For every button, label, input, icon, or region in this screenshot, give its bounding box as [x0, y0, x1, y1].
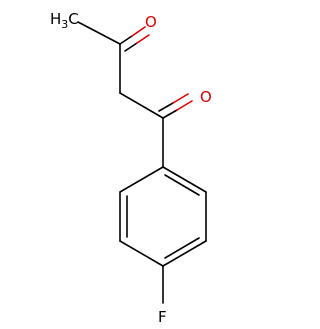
bond-methylene-aroyl: [119, 92, 164, 119]
bond-aroyl-double: [158, 93, 193, 119]
bond-ketone-double: [119, 26, 150, 52]
benzene-ring: [119, 166, 207, 267]
ketone-oxygen-label: O: [145, 13, 157, 31]
structural-formula: H3C O O F: [50, 10, 212, 326]
bond-methyl-carbonyl: [77, 21, 121, 45]
methyl-label: H3C: [50, 10, 79, 31]
fluorine-label: F: [158, 308, 167, 326]
aroyl-oxygen-label: O: [200, 88, 212, 106]
